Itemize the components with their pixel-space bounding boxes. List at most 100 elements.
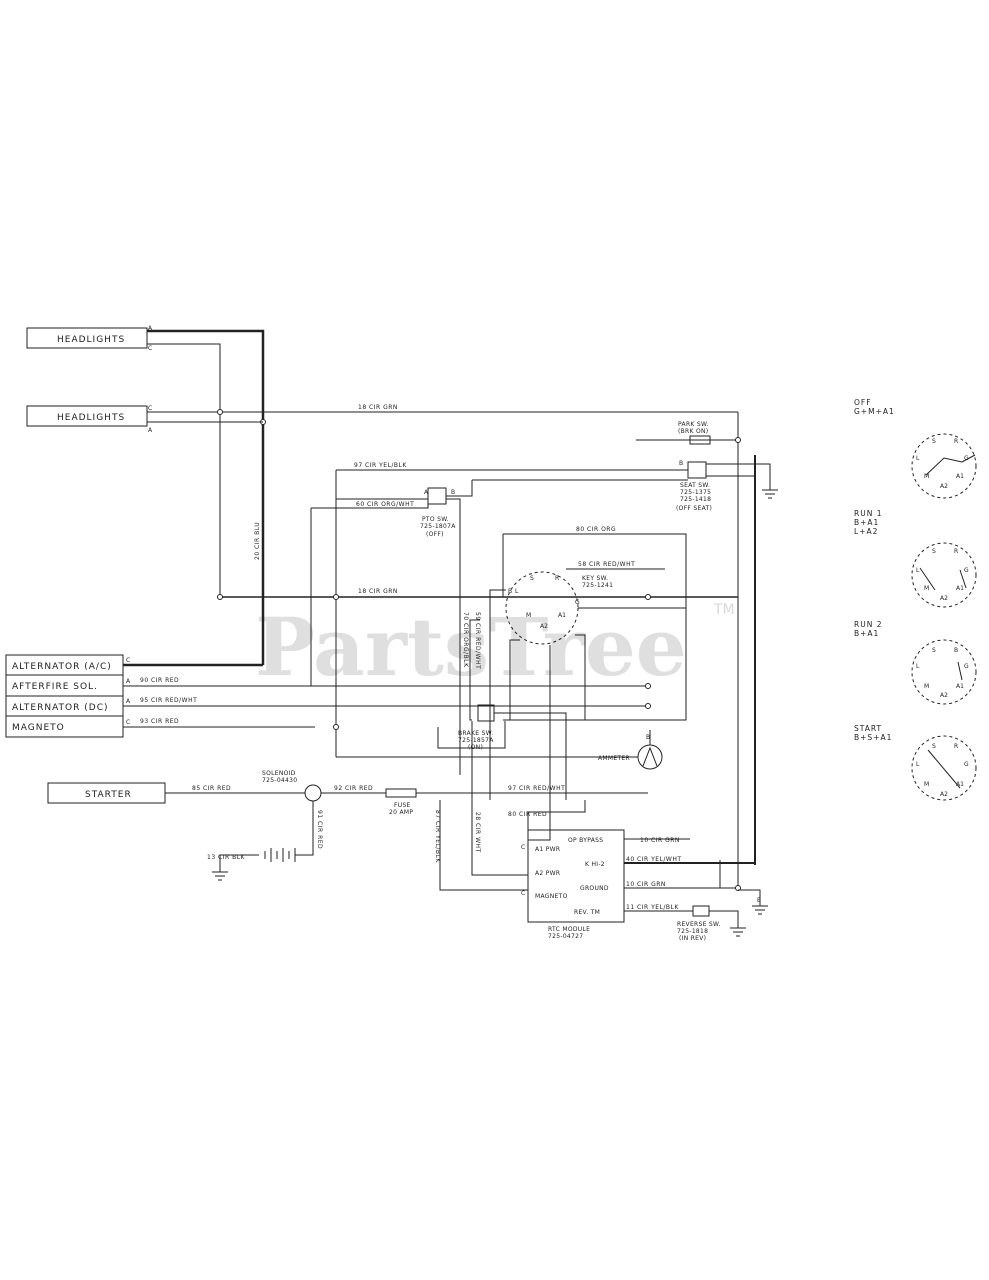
run1-a1: A1 xyxy=(956,585,964,592)
run2-s: S xyxy=(932,647,936,654)
headlights-bottom-box xyxy=(26,405,148,427)
alternator-dc-label: ALTERNATOR (DC) xyxy=(12,703,109,713)
headlights-top-box xyxy=(26,327,148,349)
reverse-switch xyxy=(692,905,710,917)
solenoid-label-2: 725-04430 xyxy=(262,777,297,784)
state-run2-diagram xyxy=(911,639,977,705)
pin-c-magneto: C xyxy=(126,719,130,726)
wire-headlight-return xyxy=(147,343,221,597)
reverse-sw-label-2: 725-1818 xyxy=(677,928,708,935)
state-start-combo: B+S+A1 xyxy=(854,733,892,742)
pin-a-pto: A xyxy=(424,489,429,496)
alternator-ac-label: ALTERNATOR (A/C) xyxy=(12,662,112,672)
pin-c-alt-ac: C xyxy=(126,657,130,664)
wire-80-org xyxy=(503,533,687,721)
module-a1: A1 PWR xyxy=(535,846,560,853)
label-18-grn-top: 18 CIR GRN xyxy=(358,404,398,411)
off-s: S xyxy=(932,438,936,445)
module-mag: MAGNETO xyxy=(535,893,568,900)
pin-c-headlight-top: C xyxy=(148,345,152,352)
module-label-2: 725-04727 xyxy=(548,933,583,940)
label-58-red-wht: 58 CIR RED/WHT xyxy=(578,561,635,568)
key-pin-g: G xyxy=(575,599,580,606)
key-pin-s: S xyxy=(530,575,534,582)
label-97-red-wht: 97 CIR RED/WHT xyxy=(508,785,565,792)
pin-c-module-mag: C xyxy=(521,890,525,897)
run2-l: L xyxy=(916,663,920,670)
key-pin-m: M xyxy=(526,612,531,619)
module-rev: REV. TM xyxy=(574,909,600,916)
pin-c-module-a1: C xyxy=(521,844,525,851)
run2-a2: A2 xyxy=(940,692,948,699)
module-label-1: RTC MODULE xyxy=(548,926,590,933)
pto-sw-label-1: PTO SW. xyxy=(422,516,449,523)
label-85-red: 85 CIR RED xyxy=(192,785,231,792)
seat-sw-label-3: 725-1418 xyxy=(680,496,711,503)
pto-sw-label-2: 725-1807A xyxy=(420,523,456,530)
label-93-red: 93 CIR RED xyxy=(140,718,179,725)
label-60-org-wht: 60 CIR ORG/WHT xyxy=(356,501,414,508)
start-s: S xyxy=(932,743,936,750)
pin-b-pto: B xyxy=(451,489,455,496)
headlights-bottom-label: HEADLIGHTS xyxy=(57,413,125,423)
state-off-title: OFF xyxy=(854,398,872,407)
state-off-diagram xyxy=(911,433,977,499)
state-run1-combo: B+A1 xyxy=(854,518,879,527)
label-80-red: 80 CIR RED xyxy=(508,811,547,818)
start-r: R xyxy=(954,743,958,750)
run1-m: M xyxy=(924,585,929,592)
label-11-yel-blk: 11 CIR YEL/BLK xyxy=(626,904,679,911)
brake-sw-label-2: 725-1857A xyxy=(458,737,494,744)
reverse-sw-label-3: (IN REV) xyxy=(679,935,706,942)
off-a1: A1 xyxy=(956,473,964,480)
afterfire-sol-label: AFTERFIRE SOL. xyxy=(12,682,98,692)
run2-g: G xyxy=(964,663,969,670)
run1-s: S xyxy=(932,548,936,555)
pin-c-headlight-bottom: C xyxy=(148,405,152,412)
start-g: G xyxy=(964,761,969,768)
run1-a2: A2 xyxy=(940,595,948,602)
state-run2-combo: B+A1 xyxy=(854,629,879,638)
label-87-yel-blk: 87 CIR YEL/BLK xyxy=(434,810,441,863)
run1-g: G xyxy=(964,567,969,574)
park-sw-label-2: (BRK ON) xyxy=(678,428,708,435)
fuse-label-1: FUSE xyxy=(394,802,411,809)
label-80-org: 80 CIR ORG xyxy=(576,526,616,533)
pto-sw-label-3: (OFF) xyxy=(426,531,444,538)
fuse xyxy=(385,788,417,798)
state-run1-combo2: L+A2 xyxy=(854,527,878,536)
label-10-grn-b: 10 CIR GRN xyxy=(626,881,666,888)
module-khi: K HI-2 xyxy=(585,861,605,868)
start-l: L xyxy=(916,761,920,768)
state-start-diagram xyxy=(911,735,977,801)
key-pin-b: B xyxy=(508,588,512,595)
ammeter-label: AMMETER xyxy=(598,755,630,762)
key-sw-label-2: 725-1241 xyxy=(582,582,613,589)
key-pin-a1: A1 xyxy=(558,612,566,619)
run2-m: M xyxy=(924,683,929,690)
off-a2: A2 xyxy=(940,483,948,490)
park-sw-label-1: PARK SW. xyxy=(678,421,709,428)
wire-headlight-thick xyxy=(147,329,265,665)
off-l: L xyxy=(916,455,920,462)
state-run2-title: RUN 2 xyxy=(854,620,882,629)
magneto-label: MAGNETO xyxy=(12,723,65,733)
seat-sw-label-2: 725-1375 xyxy=(680,489,711,496)
label-18-grn-mid: 18 CIR GRN xyxy=(358,588,398,595)
start-m: M xyxy=(924,781,929,788)
module-bypass: OP BYPASS xyxy=(568,837,603,844)
watermark-trademark: TM xyxy=(713,602,735,618)
key-pin-r: R xyxy=(555,575,559,582)
label-13-blk: 13 CIR BLK xyxy=(207,854,246,861)
label-28-wht: 28 CIR WHT xyxy=(474,812,481,853)
run2-a1: A1 xyxy=(956,683,964,690)
brake-sw-label-1: BRAKE SW. xyxy=(458,730,493,737)
label-70-org-blk: 70 CIR ORG/BLK xyxy=(462,612,469,668)
key-pin-l: L xyxy=(515,588,519,595)
reverse-sw-label-1: REVERSE SW. xyxy=(677,921,721,928)
solenoid xyxy=(304,784,322,802)
off-g: G xyxy=(964,455,969,462)
pto-switch xyxy=(427,487,447,505)
pin-a-headlight-bottom: A xyxy=(148,427,153,434)
